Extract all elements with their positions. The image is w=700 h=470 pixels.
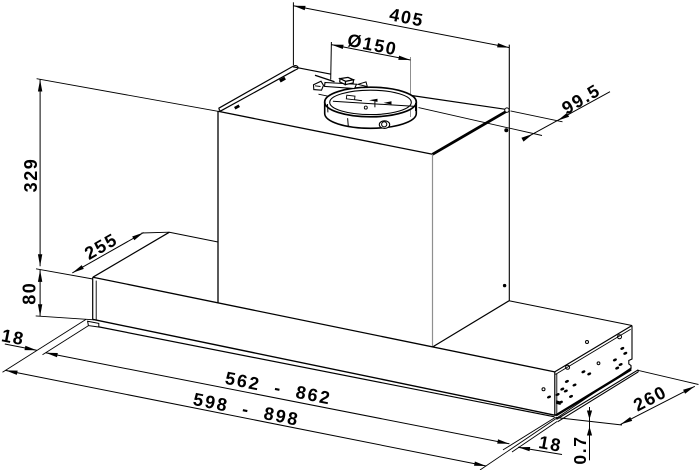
svg-text:0.7: 0.7 [570,435,590,464]
svg-text:80: 80 [19,282,39,305]
svg-text:18: 18 [0,325,27,349]
svg-text:18: 18 [537,432,563,456]
svg-text:329: 329 [21,158,41,193]
